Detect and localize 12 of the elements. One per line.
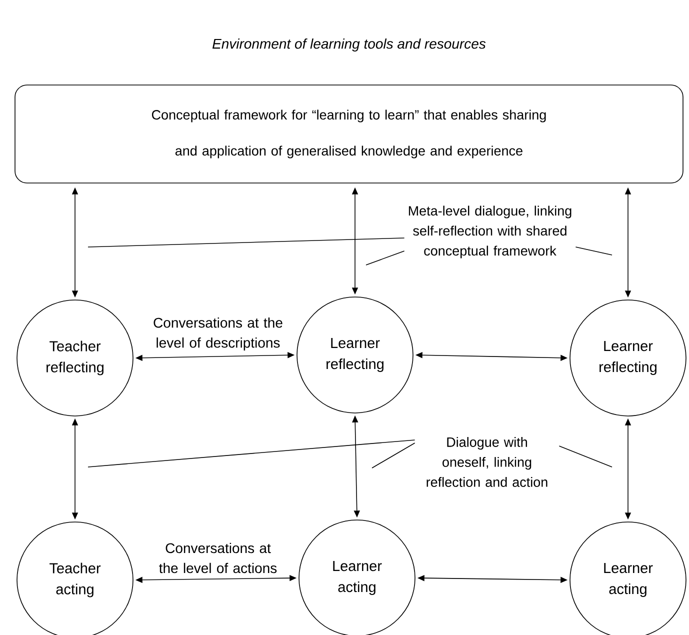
leader-line [88,440,416,468]
leader-line [575,246,612,256]
annotation-text: Dialogue with oneself, linking reflection and action [426,437,548,487]
leader-line [366,250,405,266]
annotation-text: Meta-level dialogue, linking self-reflection with shared conceptual framework [408,206,572,258]
leader-line [558,446,612,468]
title: Environment of learning tools and resources [212,38,486,52]
leader-line [88,238,405,248]
leader-line [372,442,416,468]
edge-label: Conversations at the level of actions [159,542,277,574]
framework-box: Conceptual framework for “learning to learn” that enables sharing and application of generalised knowledge and experience [14,84,684,184]
edge-label: Conversations at the level of descriptions [154,317,282,350]
